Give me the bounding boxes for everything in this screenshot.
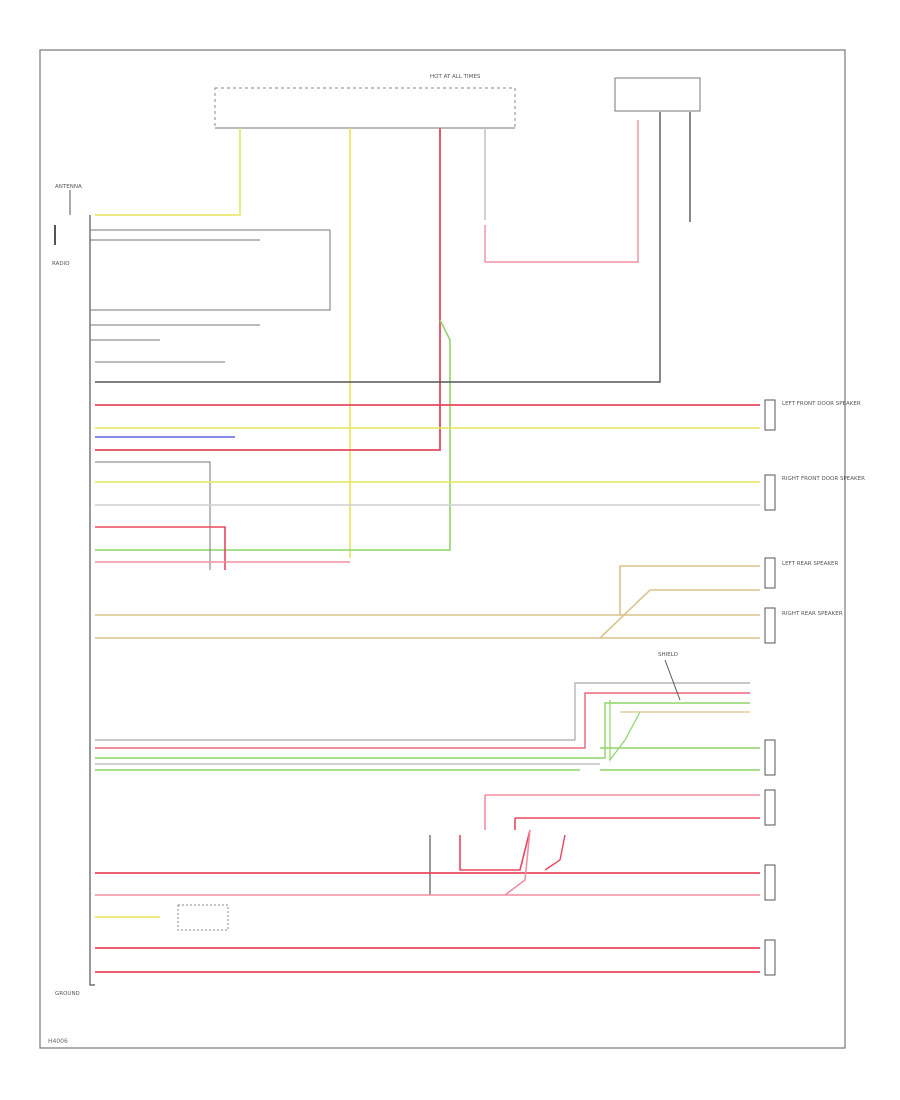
speaker-right-rear: RIGHT REAR SPEAKER [764,607,843,644]
ground-label: GROUND [55,991,80,997]
wire-lr-tan-1 [95,565,760,616]
right-rear-speaker-label: RIGHT REAR SPEAKER [782,611,843,617]
wire-pink-antenna [95,526,226,570]
lower-red-wires: GROUND [55,794,760,997]
left-front-door-speaker-label: LEFT FRONT DOOR SPEAKER [782,401,861,407]
diagram-code: H4006 [48,1038,68,1045]
shield-label: SHIELD [658,652,678,658]
antenna-symbol: ANTENNA [54,184,82,245]
speaker-left-front-door: LEFT FRONT DOOR SPEAKER [764,399,861,431]
wire-dark-1 [95,112,661,383]
speaker-right-front-door: RIGHT FRONT DOOR SPEAKER [764,474,865,511]
hot-at-all-times-label: HOT AT ALL TIMES [430,74,481,80]
wire-red-feed [95,128,441,451]
radio-label: RADIO [52,261,70,267]
diagram-frame [39,49,846,1049]
wire-gray-short [95,461,211,570]
speaker-5 [764,739,776,776]
speaker-left-rear: LEFT REAR SPEAKER [764,557,838,589]
radio-output-wires [95,361,760,639]
wire-green-feed [95,319,451,551]
speaker-6 [764,789,776,826]
shielded-wires: SHIELD [95,652,760,771]
top-right-module [614,77,701,112]
left-rear-speaker-label: LEFT REAR SPEAKER [782,561,838,567]
speaker-7 [764,864,776,901]
wire-pink-loop [484,120,639,263]
top-feed-wires [95,112,691,558]
fuse-box-top: HOT AT ALL TIMES [214,74,516,129]
antenna-label: ANTENNA [55,184,82,190]
wire-lr-tan-2 [95,589,760,639]
wire-yellow-feed-1 [95,128,241,216]
speaker-8 [764,939,776,976]
right-front-door-speaker-label: RIGHT FRONT DOOR SPEAKER [782,476,865,482]
radio-unit: RADIO [52,215,331,986]
